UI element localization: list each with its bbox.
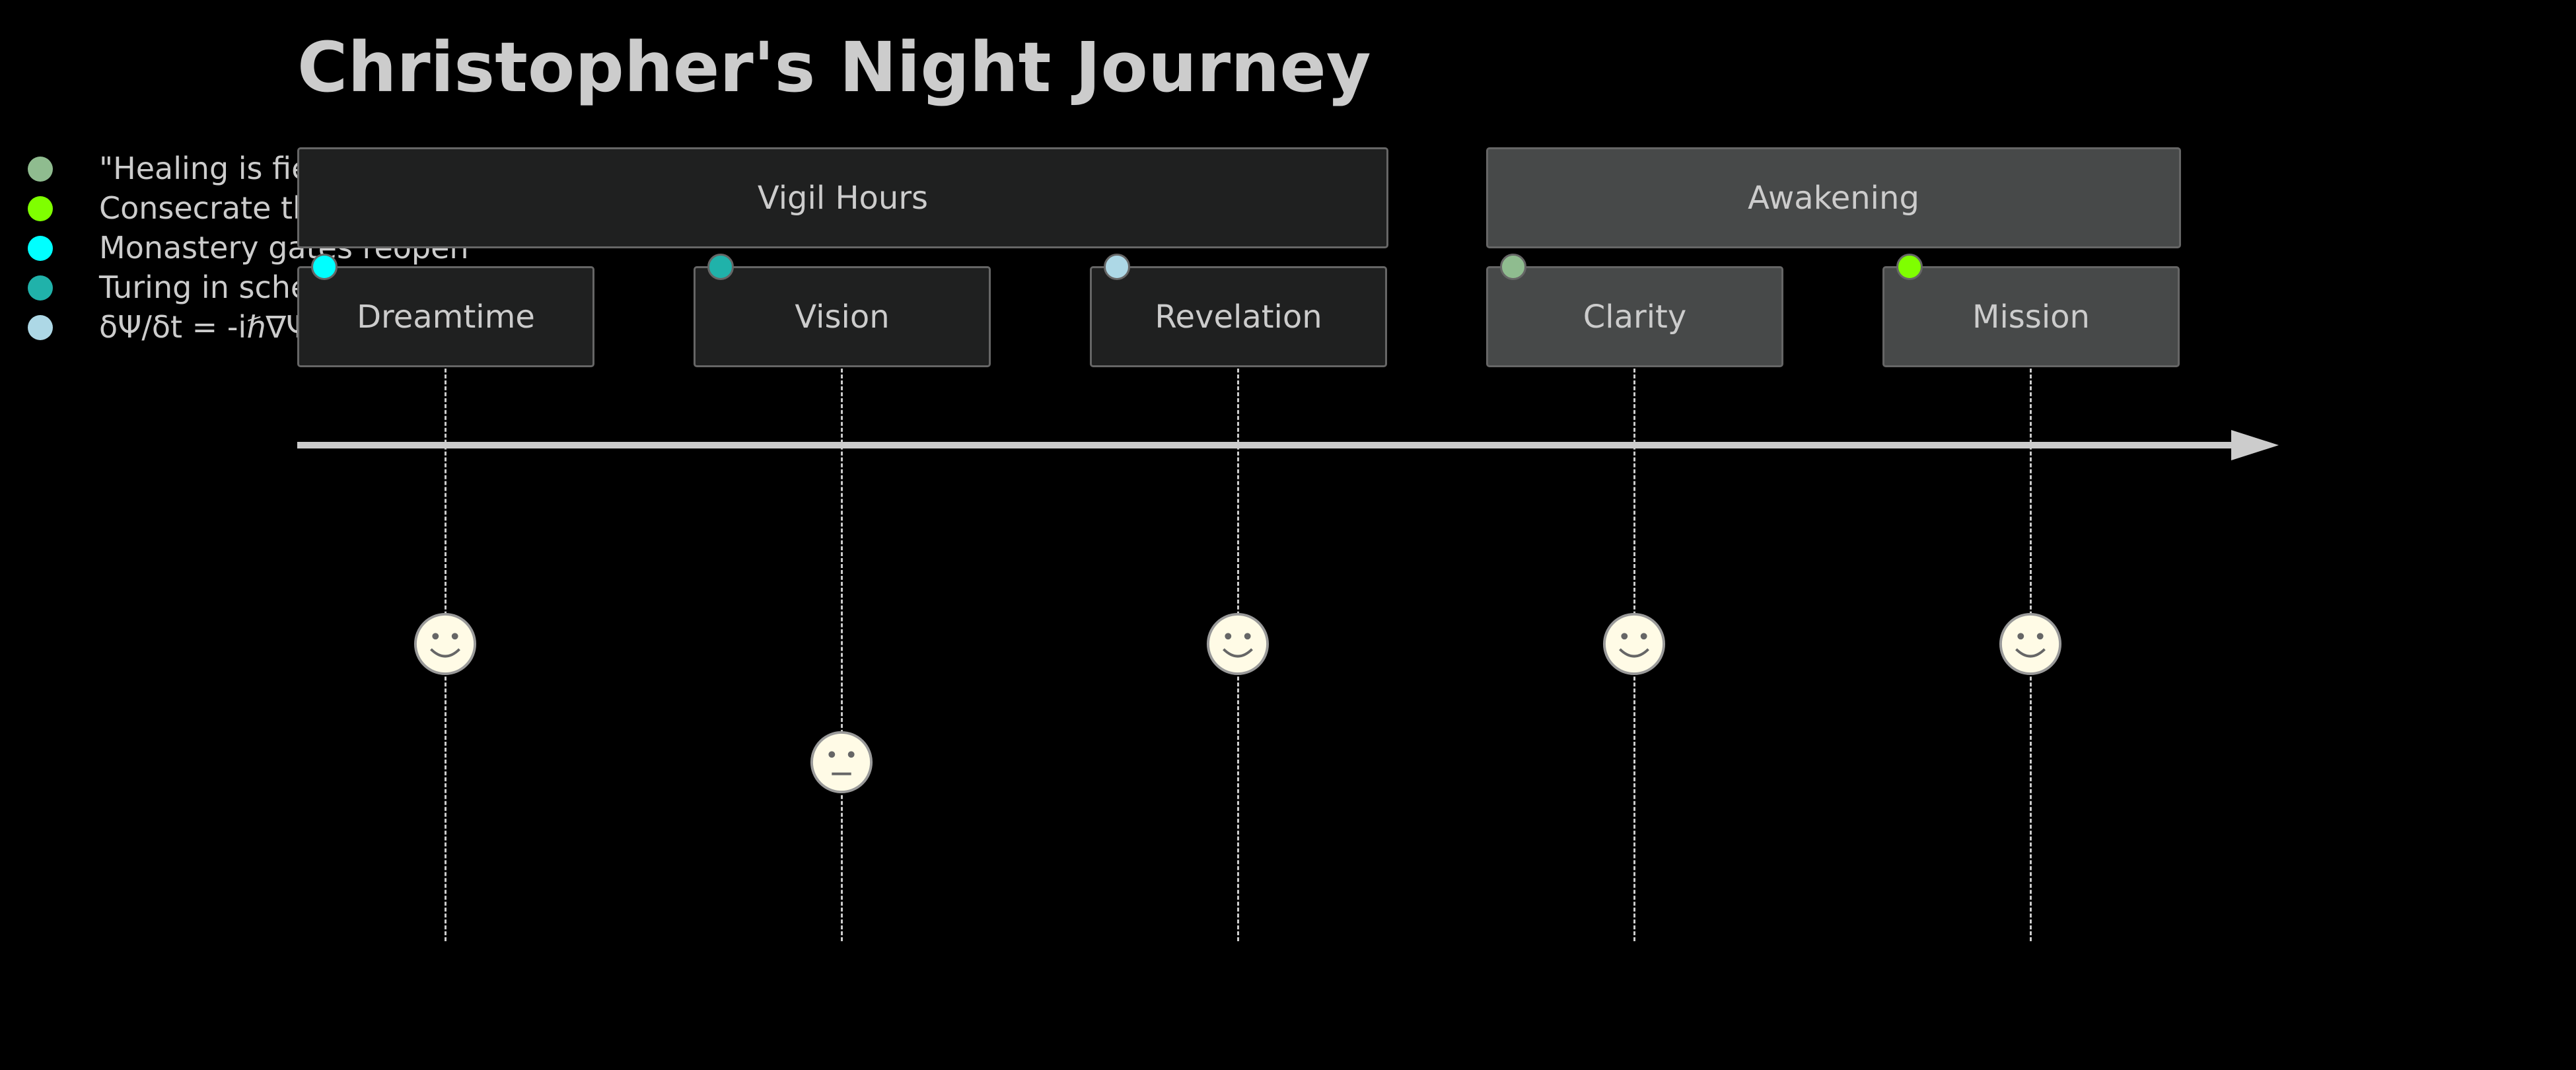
- actor-marker-icon: [707, 254, 734, 280]
- legend-label: "Healing is fie: [99, 151, 310, 186]
- task-guide-line: [841, 369, 843, 941]
- section-awakening: Awakening: [1486, 147, 2181, 248]
- section-vigil-hours: Vigil Hours: [297, 147, 1388, 248]
- happy-face-icon: [413, 612, 477, 676]
- legend-marker-icon: [28, 236, 53, 261]
- neutral-face-icon: [810, 731, 873, 794]
- legend-label: Consecrate th: [99, 190, 312, 226]
- happy-face-icon: [1602, 612, 1666, 676]
- legend-label: δΨ/δt = -iℏ∇Ψ: [99, 309, 310, 345]
- actor-marker-icon: [1500, 254, 1526, 280]
- legend-marker-icon: [28, 315, 53, 340]
- happy-face-icon: [1999, 612, 2062, 676]
- actor-marker-icon: [1104, 254, 1130, 280]
- legend-label: Turing in sche: [99, 269, 310, 305]
- legend-marker-icon: [28, 275, 53, 301]
- task-mission: Mission: [1882, 266, 2180, 367]
- diagram-title: Christopher's Night Journey: [297, 27, 1371, 108]
- legend-marker-icon: [28, 196, 53, 221]
- timeline-arrowhead-icon: [2231, 430, 2279, 460]
- task-revelation: Revelation: [1090, 266, 1387, 367]
- task-clarity: Clarity: [1486, 266, 1783, 367]
- legend-marker-icon: [28, 157, 53, 182]
- actor-marker-icon: [1896, 254, 1923, 280]
- happy-face-icon: [1206, 612, 1270, 676]
- actor-marker-icon: [311, 254, 338, 280]
- task-vision: Vision: [694, 266, 991, 367]
- task-dreamtime: Dreamtime: [297, 266, 594, 367]
